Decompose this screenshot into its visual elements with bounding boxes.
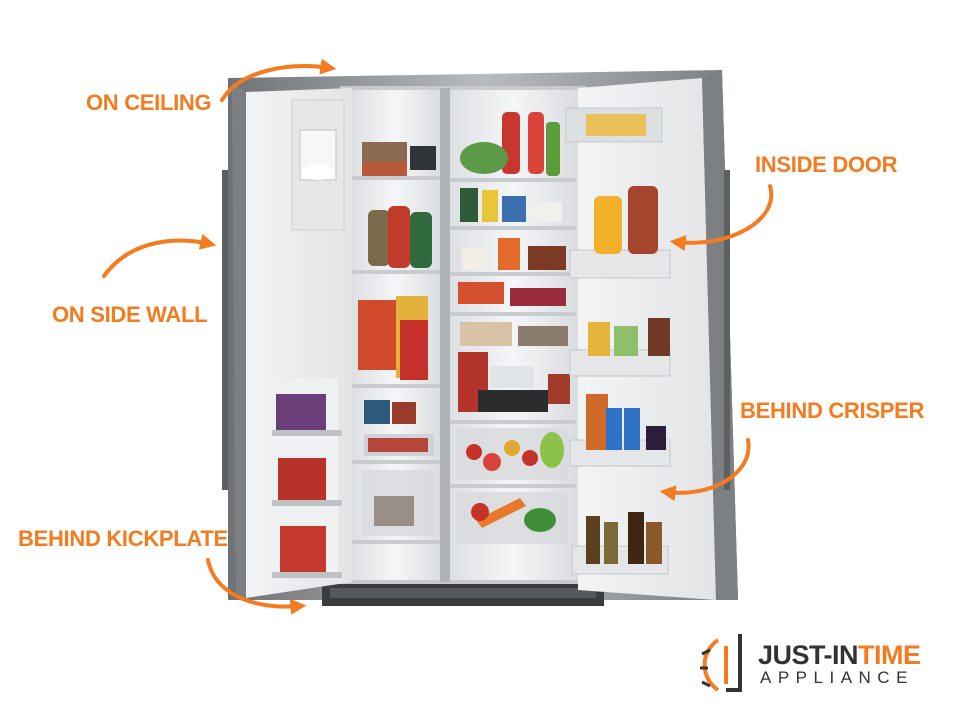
label-behind-kickplate: BEHIND KICKPLATE (18, 526, 228, 551)
logo-text-time: TIME (858, 640, 921, 670)
logo-subtitle: APPLIANCE (760, 668, 914, 687)
freezer-handle (222, 170, 228, 490)
freezer-door (232, 82, 352, 600)
arrow-inside-door (669, 184, 774, 252)
arrow-ceiling (220, 58, 337, 102)
logo-text-just-in: JUST-IN (758, 640, 859, 670)
arrow-side-wall (102, 234, 217, 278)
fresh-food-shelves (450, 112, 576, 544)
freezer-shelves (352, 142, 440, 544)
logo-icon (700, 634, 742, 692)
fridge-handle (724, 170, 730, 490)
arrow-behind-crisper (659, 438, 751, 502)
label-on-ceiling: ON CEILING (86, 90, 212, 115)
arrow-behind-kickplate (206, 558, 307, 615)
callout-arrows (102, 58, 774, 615)
label-behind-crisper: BEHIND CRISPER (740, 398, 925, 423)
fresh-food-door (565, 70, 738, 600)
logo-wordmark: JUST-INTIME (758, 640, 921, 671)
label-on-side-wall: ON SIDE WALL (52, 302, 208, 327)
label-inside-door: INSIDE DOOR (755, 152, 898, 177)
